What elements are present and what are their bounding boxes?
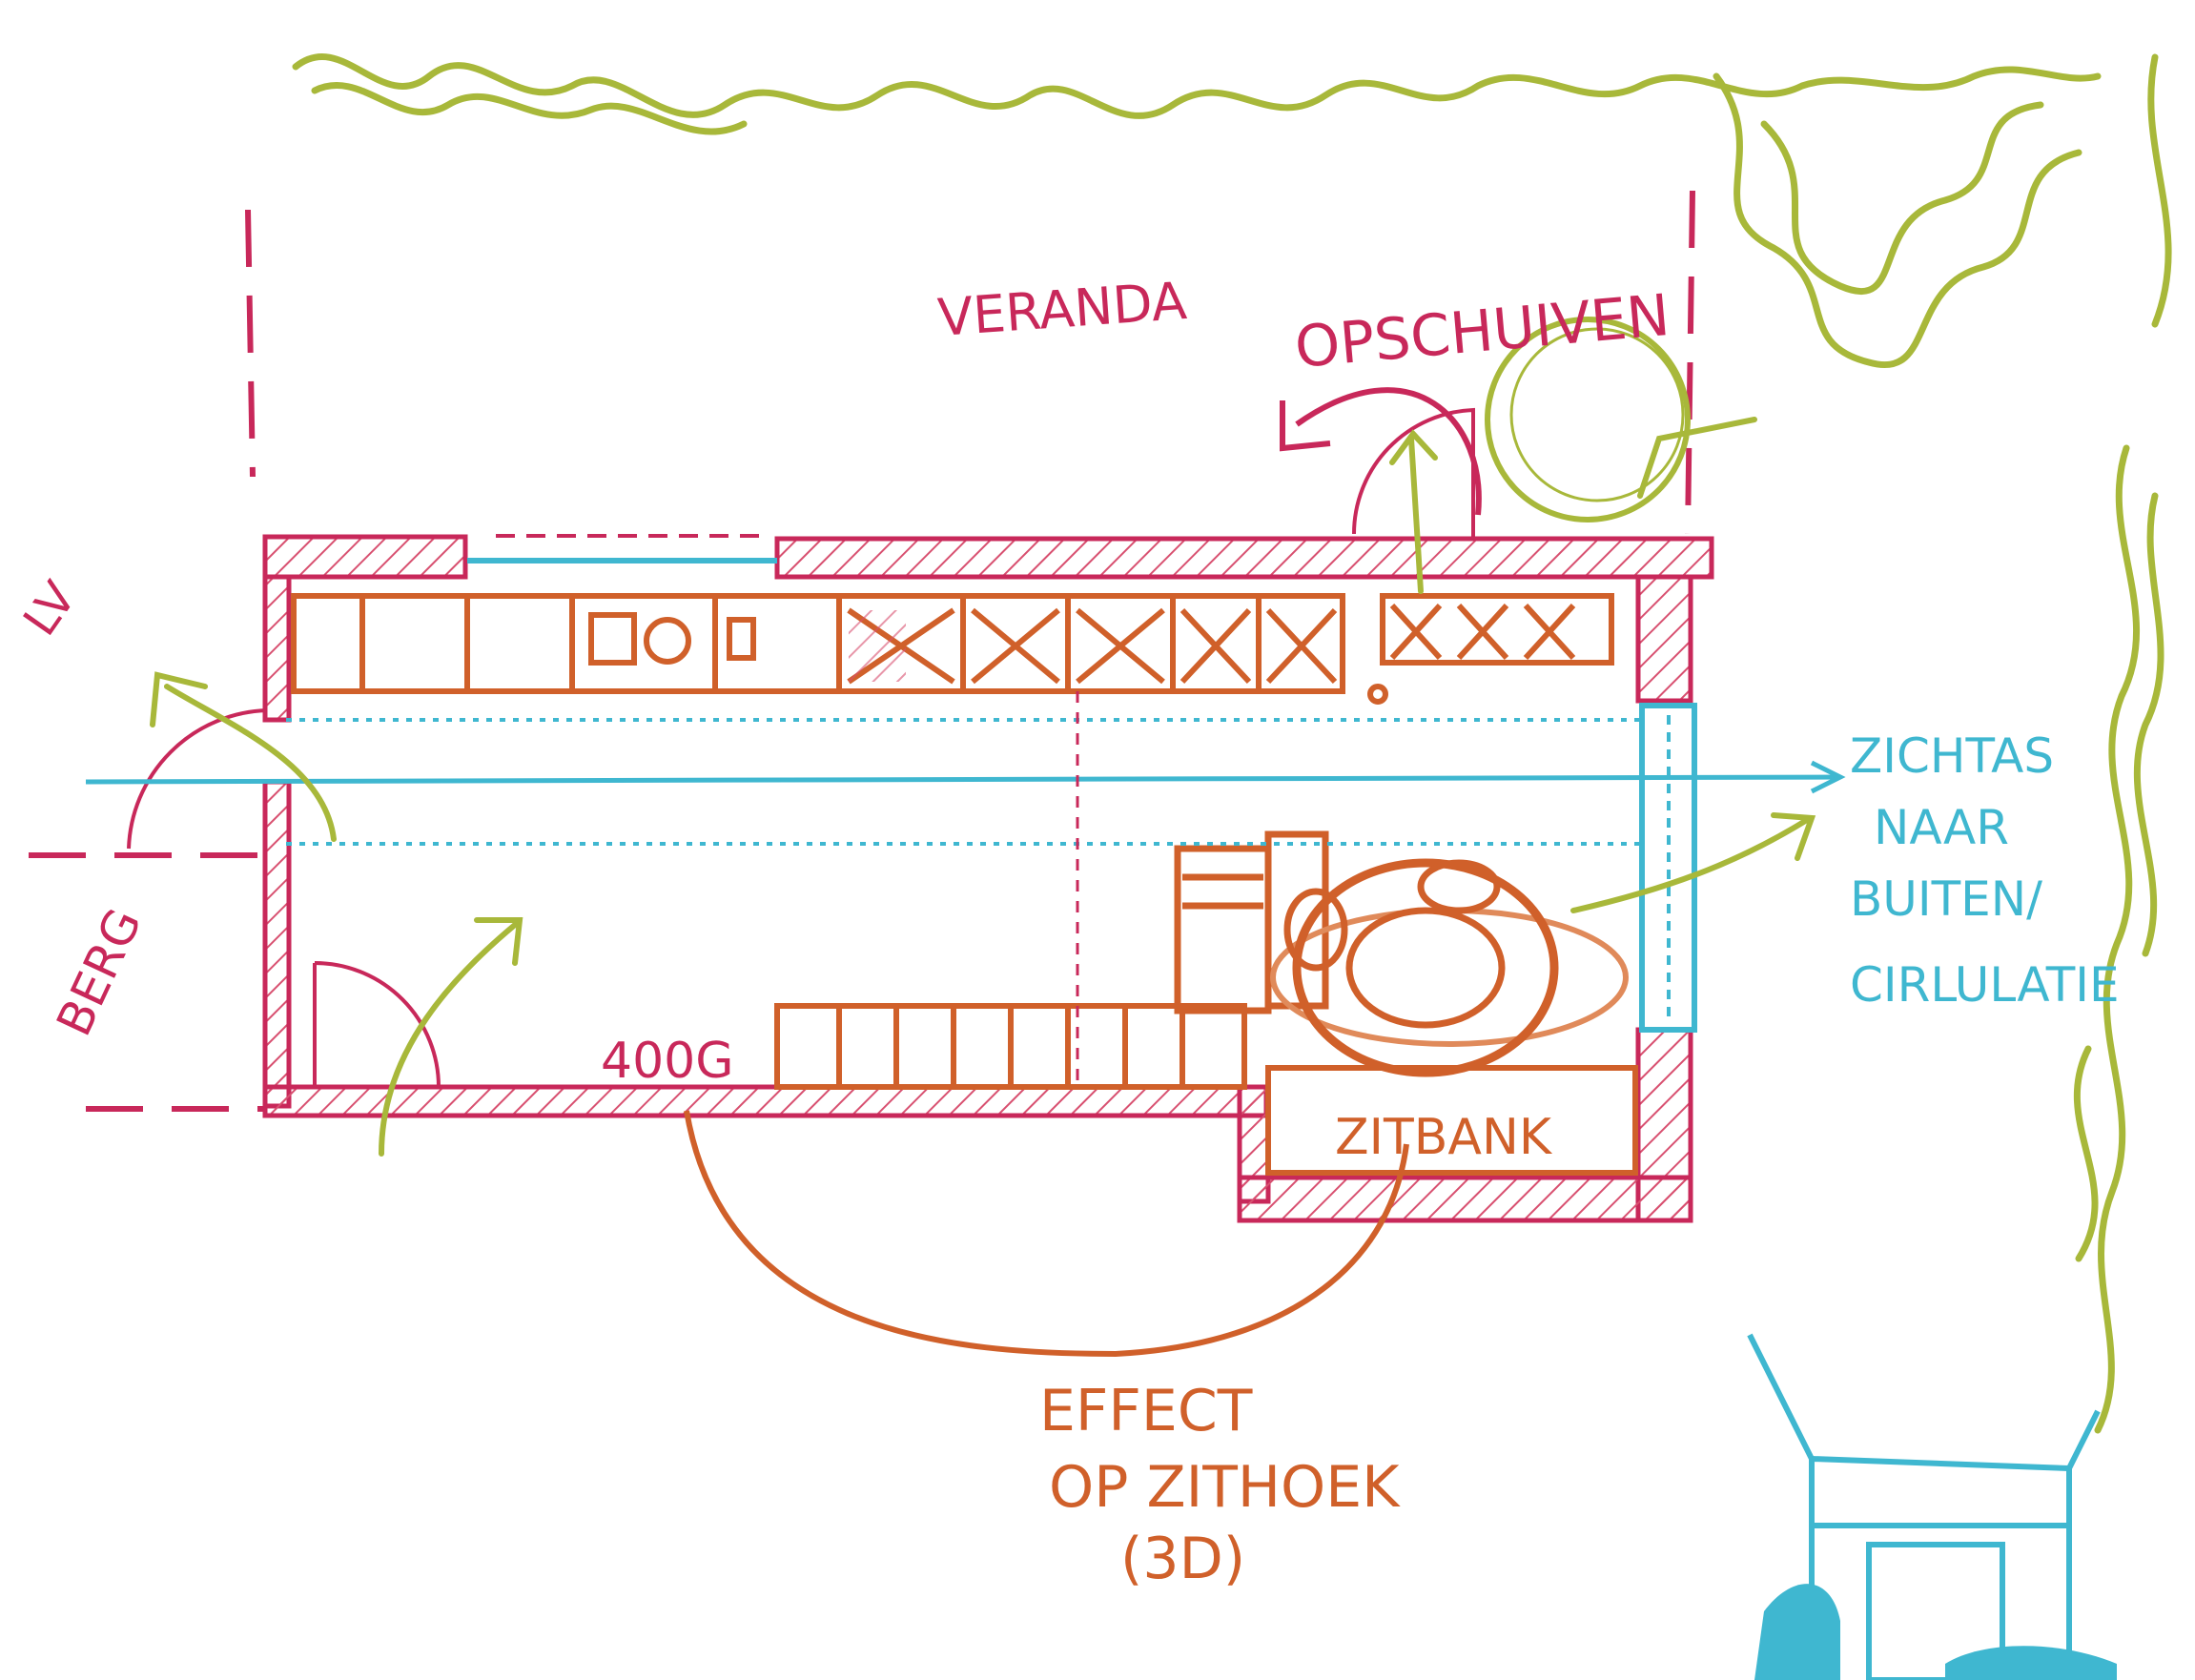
property-lines — [29, 190, 1695, 1112]
sightline — [85, 703, 1846, 1033]
lv-label: LV — [13, 572, 87, 645]
zichtas-line-2: NAAR — [1874, 800, 2009, 855]
opschuiven-arrow — [1295, 387, 1482, 516]
seating-bench — [1265, 1065, 1638, 1176]
opschuiven-arrow-head — [1280, 400, 1331, 452]
effect-line-1: EFFECT — [1039, 1378, 1253, 1444]
width-label: 400G — [601, 1033, 734, 1090]
bottom-counter — [774, 1003, 1247, 1090]
dining-table — [1270, 858, 1629, 1077]
effect-line-3: (3D) — [1120, 1526, 1245, 1592]
counter-shading — [849, 610, 906, 682]
zitbank-label: ZITBANK — [1335, 1109, 1553, 1166]
veranda-label: VERANDA — [936, 271, 1189, 348]
opschuiven-label: OPSCHUIVEN — [1292, 282, 1672, 381]
effect-arc — [684, 1110, 1409, 1358]
kitchen-counter — [291, 593, 1614, 705]
berg-label: BERG — [46, 900, 152, 1044]
doors — [127, 407, 1475, 1088]
zichtas-line-3: BUITEN/ — [1850, 871, 2042, 927]
water-feature — [1754, 1584, 2117, 1680]
movement-arrows — [150, 317, 1816, 1157]
tall-cabinet — [1174, 830, 1329, 1014]
effect-line-2: OP ZITHOEK — [1049, 1454, 1401, 1521]
greenery-top — [292, 53, 2172, 368]
zichtas-line-1: ZICHTAS — [1850, 728, 2054, 784]
zichtas-line-4: CIRLULATIE — [1850, 957, 2120, 1013]
greenery-right — [2073, 444, 2164, 1434]
